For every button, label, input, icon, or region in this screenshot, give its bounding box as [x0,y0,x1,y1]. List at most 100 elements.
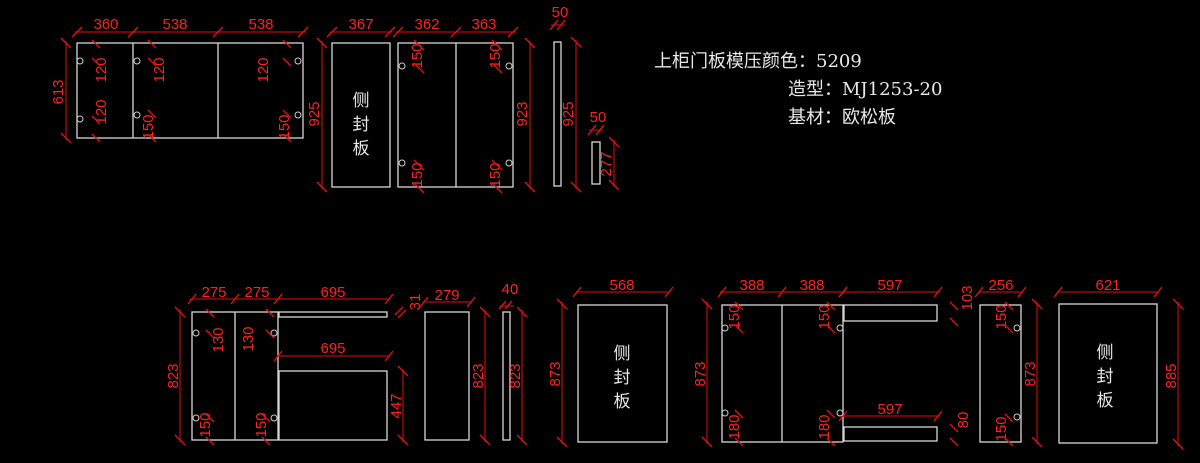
dimension-tick [397,309,407,319]
shelf-top-outline [278,311,388,318]
dimension-tick [413,39,425,51]
dimension-tick [734,437,744,447]
shelf-bottom-outline [843,426,938,442]
panel-outline [1058,303,1158,444]
drawer-front-outline [278,370,388,441]
hinge-hole [270,414,278,422]
hinge-hole [398,159,406,167]
dimension-tick [516,306,528,318]
dimension-tick [282,109,292,119]
door-panel-outline [76,42,304,139]
dimension-tick [1004,324,1014,334]
shelves-597: 597 597 103 80 [838,277,976,447]
dimension-tick [466,296,476,308]
dimension-tick [608,179,620,191]
dim-height: 823 [470,363,487,388]
dim-width: 538 [162,16,187,33]
hinge-hole [505,159,513,167]
dim-width: 363 [471,16,496,33]
material-notes: 上柜门板模压颜色：5209 造型：MJ1253-20 基材：欧松板 [654,51,942,128]
dim-hole-offset: 120 [151,57,168,82]
door-pair-388: 388 388 873 150 150 180 180 [692,277,848,448]
dimension-tick [413,159,425,171]
dim-hole-offset: 180 [726,414,743,439]
hinge-hole [133,111,141,119]
dimension-tick [491,159,503,171]
dim-hole-offset: 150 [726,304,743,329]
hinge-hole [398,62,406,70]
dim-hole-offset: 150 [409,43,426,68]
dimension-tick [570,181,582,193]
side-panel-label: 封 [353,115,370,135]
dim-height: 447 [388,393,405,418]
dimension-tick [524,37,536,49]
panel-279: 279 823 [419,287,491,446]
dimension-tick [1017,286,1027,298]
dim-hole-offset: 150 [993,304,1010,329]
dimension-tick [1031,436,1043,448]
dimension-tick [91,57,101,67]
hinge-hole [76,57,84,65]
dim-width: 695 [320,340,345,357]
dim-hole-offset: 150 [487,43,504,68]
dimension-tick [316,181,328,193]
door-pair-275: 275 275 823 130 130 150 150 [165,284,283,446]
hinge-hole [294,111,302,119]
shelf-top-outline [843,304,938,322]
dim-width: 597 [877,277,902,294]
dim-height: 823 [165,363,182,388]
dim-hole-offset: 150 [409,162,426,187]
shelf-and-drawer-695: 695 695 31 447 [273,284,424,446]
dim-hole-offset: 130 [240,326,257,351]
dimension-tick [147,109,157,119]
dimension-tick [212,26,224,38]
dimension-tick [507,26,519,38]
dimension-tick [273,293,283,305]
dimension-tick [205,436,215,446]
side-panel-label: 板 [1097,391,1114,411]
dim-height: 277 [598,151,615,176]
hinge-hole [192,414,200,422]
dimension-tick [595,124,605,136]
color-note: 上柜门板模压颜色：5209 [654,51,862,72]
dimension-tick [1004,301,1014,311]
panel-outline [591,141,601,185]
dimension-tick [933,410,943,422]
hinge-hole [270,329,278,337]
panel-outline [331,42,391,188]
dimension-tick [479,306,491,318]
dimension-tick [587,124,597,136]
dim-width: 388 [799,277,824,294]
dimension-tick [974,286,984,298]
dim-width: 367 [348,16,373,33]
dim-height: 925 [560,101,577,126]
dimension-tick [419,296,429,308]
dimension-tick [384,350,394,362]
hinge-hole [721,324,729,332]
dimension-tick [205,308,215,318]
dim-height: 873 [1022,361,1039,386]
dimension-tick [1053,286,1063,298]
dimension-tick [838,286,848,298]
dimension-tick [205,329,215,339]
hinge-hole [836,324,844,332]
dimension-tick [261,436,271,446]
dim-width: 568 [609,277,634,294]
dim-height: 613 [50,79,67,104]
dim-hole-offset: 150 [487,162,504,187]
dim-hole-offset: 150 [993,416,1010,441]
hinge-hole [721,409,729,417]
dim-hole-offset: 130 [210,327,227,352]
dim-hole-offset: 120 [93,99,110,124]
dimension-tick [282,133,292,143]
dimension-tick [717,286,727,298]
dimension-tick [556,436,568,448]
side-panel-label: 侧 [1097,343,1114,363]
dim-width: 275 [201,284,226,301]
dimension-tick [933,286,943,298]
dim-width: 279 [434,287,459,304]
dimension-tick [734,301,744,311]
dimension-tick [949,437,959,447]
dimension-tick [127,26,139,38]
dimension-tick [734,324,744,334]
